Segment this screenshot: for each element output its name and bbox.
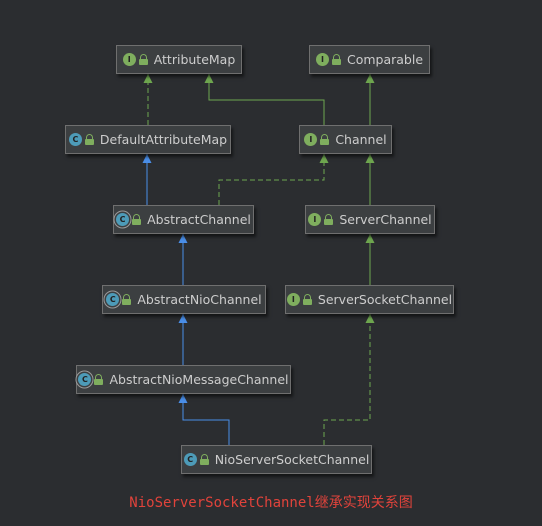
node-abstract-nio-message-channel[interactable]: C AbstractNioMessageChannel: [76, 365, 291, 394]
node-label: Channel: [335, 132, 387, 147]
public-lock-icon: [320, 134, 330, 145]
abstract-class-icon: C: [116, 213, 130, 226]
diagram-caption: NioServerSocketChannel继承实现关系图: [129, 495, 413, 511]
node-server-channel[interactable]: I ServerChannel: [305, 205, 435, 234]
node-channel[interactable]: I Channel: [299, 125, 392, 154]
node-abstract-nio-channel[interactable]: C AbstractNioChannel: [102, 285, 266, 314]
node-label: AbstractNioMessageChannel: [109, 372, 289, 387]
public-lock-icon: [324, 214, 334, 225]
public-lock-icon: [302, 294, 312, 305]
node-attribute-map[interactable]: I AttributeMap: [116, 45, 242, 74]
node-default-attribute-map[interactable]: C DefaultAttributeMap: [65, 125, 231, 154]
edge-nio-server-socket-channel-to-server-socket-channel: [323, 314, 375, 445]
public-lock-icon: [331, 54, 341, 65]
public-lock-icon: [132, 214, 142, 225]
node-label: ServerChannel: [339, 212, 432, 227]
interface-icon: I: [308, 213, 322, 226]
interface-icon: I: [304, 133, 318, 146]
class-icon: C: [183, 453, 197, 466]
node-nio-server-socket-channel[interactable]: C NioServerSocketChannel: [181, 445, 372, 474]
interface-icon: I: [286, 293, 300, 306]
node-label: NioServerSocketChannel: [214, 452, 370, 467]
node-label: Comparable: [346, 52, 424, 67]
public-lock-icon: [138, 54, 148, 65]
node-server-socket-channel[interactable]: I ServerSocketChannel: [285, 285, 454, 314]
edge-nio-server-socket-channel-to-abstract-nio-message-channel: [178, 394, 230, 445]
interface-icon: I: [122, 53, 136, 66]
abstract-class-icon: C: [78, 373, 92, 386]
node-label: ServerSocketChannel: [317, 292, 453, 307]
public-lock-icon: [199, 454, 209, 465]
edge-abstract-channel-to-channel: [218, 154, 329, 205]
edge-channel-to-attribute-map: [204, 74, 325, 125]
node-label: AbstractNioChannel: [137, 292, 262, 307]
interface-icon: I: [315, 53, 329, 66]
node-label: AttributeMap: [153, 52, 236, 67]
node-label: DefaultAttributeMap: [99, 132, 228, 147]
public-lock-icon: [122, 294, 132, 305]
class-icon: C: [68, 133, 82, 146]
node-comparable[interactable]: I Comparable: [309, 45, 430, 74]
node-label: AbstractChannel: [147, 212, 251, 227]
public-lock-icon: [94, 374, 104, 385]
node-abstract-channel[interactable]: C AbstractChannel: [113, 205, 254, 234]
abstract-class-icon: C: [106, 293, 120, 306]
public-lock-icon: [84, 134, 94, 145]
